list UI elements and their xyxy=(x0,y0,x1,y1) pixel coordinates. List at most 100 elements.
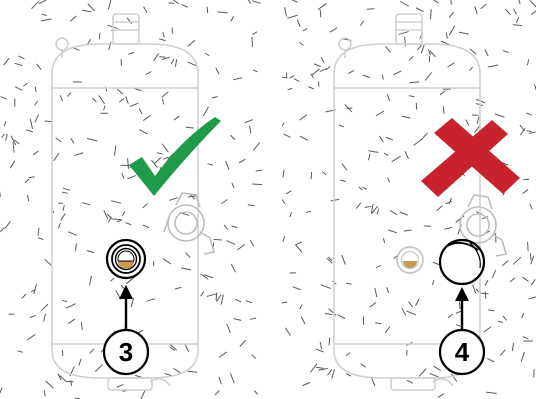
insulation-dash xyxy=(1,97,7,99)
insulation-dash xyxy=(75,244,76,251)
insulation-dash xyxy=(488,359,494,362)
insulation-dash xyxy=(338,315,345,319)
insulation-dash xyxy=(328,370,332,375)
insulation-dash xyxy=(288,89,292,90)
insulation-dash xyxy=(129,53,134,55)
callout-number: 4 xyxy=(455,337,470,367)
insulation-dash xyxy=(130,103,138,106)
insulation-dash xyxy=(162,144,168,152)
insulation-dash xyxy=(383,238,384,242)
insulation-dash xyxy=(300,115,306,120)
insulation-dash xyxy=(60,96,62,101)
insulation-dash xyxy=(112,201,121,203)
insulation-dash xyxy=(339,125,343,127)
insulation-dash xyxy=(254,70,258,72)
insulation-dash xyxy=(428,50,430,55)
insulation-dash xyxy=(27,130,33,132)
insulation-dash xyxy=(236,299,241,301)
insulation-dash xyxy=(32,2,39,9)
insulation-dash xyxy=(302,317,306,324)
insulation-dash xyxy=(426,73,432,81)
insulation-dash xyxy=(28,335,35,340)
insulation-dash xyxy=(419,369,426,376)
insulation-dash xyxy=(68,93,71,97)
insulation-dash xyxy=(532,10,536,14)
insulation-dash xyxy=(139,109,142,114)
insulation-dash xyxy=(93,98,97,101)
insulation-dash xyxy=(158,153,163,154)
insulation-dash xyxy=(443,107,444,114)
insulation-pattern xyxy=(280,0,536,397)
insulation-dash xyxy=(529,132,535,133)
insulation-dash xyxy=(485,50,488,56)
insulation-dash xyxy=(495,114,504,117)
insulation-dash xyxy=(219,377,221,384)
insulation-dash xyxy=(361,364,366,367)
insulation-dash xyxy=(530,254,531,260)
insulation-dash xyxy=(162,57,169,59)
insulation-dash xyxy=(38,228,39,235)
insulation-dash xyxy=(59,223,61,228)
insulation-dash xyxy=(216,68,219,74)
insulation-dash xyxy=(6,134,8,140)
insulation-dash xyxy=(386,47,391,53)
insulation-dash xyxy=(2,134,4,137)
insulation-dash xyxy=(303,29,307,31)
insulation-dash xyxy=(219,352,226,357)
callout-badge: 3 xyxy=(104,330,148,374)
insulation-dash xyxy=(226,161,229,169)
insulation-dash xyxy=(128,159,129,169)
insulation-dash xyxy=(303,383,310,386)
insulation-dash xyxy=(377,111,384,115)
insulation-dash xyxy=(386,327,390,333)
insulation-dash xyxy=(118,90,123,94)
insulation-dash xyxy=(23,83,27,86)
sight-glass-port xyxy=(107,240,145,278)
insulation-dash xyxy=(316,367,323,368)
insulation-dash xyxy=(376,323,381,324)
insulation-dash xyxy=(448,63,454,67)
insulation-dash xyxy=(475,7,477,14)
insulation-dash xyxy=(221,295,223,304)
insulation-dash xyxy=(58,374,61,380)
insulation-dash xyxy=(519,0,521,4)
insulation-dash xyxy=(528,242,529,250)
covered-sight-glass xyxy=(440,240,484,284)
insulation-dash xyxy=(380,136,384,142)
insulation-dash xyxy=(363,75,370,77)
insulation-dash xyxy=(232,264,236,272)
insulation-dash xyxy=(387,288,389,293)
insulation-dash xyxy=(405,152,408,159)
insulation-dash xyxy=(510,278,514,281)
insulation-dash xyxy=(71,139,74,143)
insulation-dash xyxy=(79,359,81,365)
x-mark-icon xyxy=(421,118,520,197)
insulation-dash xyxy=(527,113,532,115)
insulation-dash xyxy=(290,76,294,78)
insulation-dash xyxy=(0,228,4,233)
insulation-dash xyxy=(128,176,136,179)
insulation-dash xyxy=(300,136,307,140)
insulation-dash xyxy=(35,115,39,122)
insulation-dash xyxy=(332,370,334,378)
insulation-dash xyxy=(498,321,502,322)
insulation-dash xyxy=(386,138,392,140)
panel-correct: 3 xyxy=(0,0,264,399)
insulation-dash xyxy=(26,179,29,182)
insulation-dash xyxy=(522,313,524,317)
insulation-dash xyxy=(163,259,170,264)
insulation-dash xyxy=(22,294,26,298)
insulation-dash xyxy=(392,156,400,161)
insulation-dash xyxy=(501,350,505,355)
insulation-dash xyxy=(329,338,330,345)
insulation-dash xyxy=(400,212,407,215)
insulation-dash xyxy=(503,261,509,266)
insulation-dash xyxy=(347,374,351,376)
insulation-dash xyxy=(410,82,419,83)
insulation-dash xyxy=(473,285,476,293)
insulation-dash xyxy=(430,374,439,378)
insulation-dash xyxy=(250,126,251,133)
insulation-dash xyxy=(356,203,360,208)
insulation-dash xyxy=(481,4,486,8)
